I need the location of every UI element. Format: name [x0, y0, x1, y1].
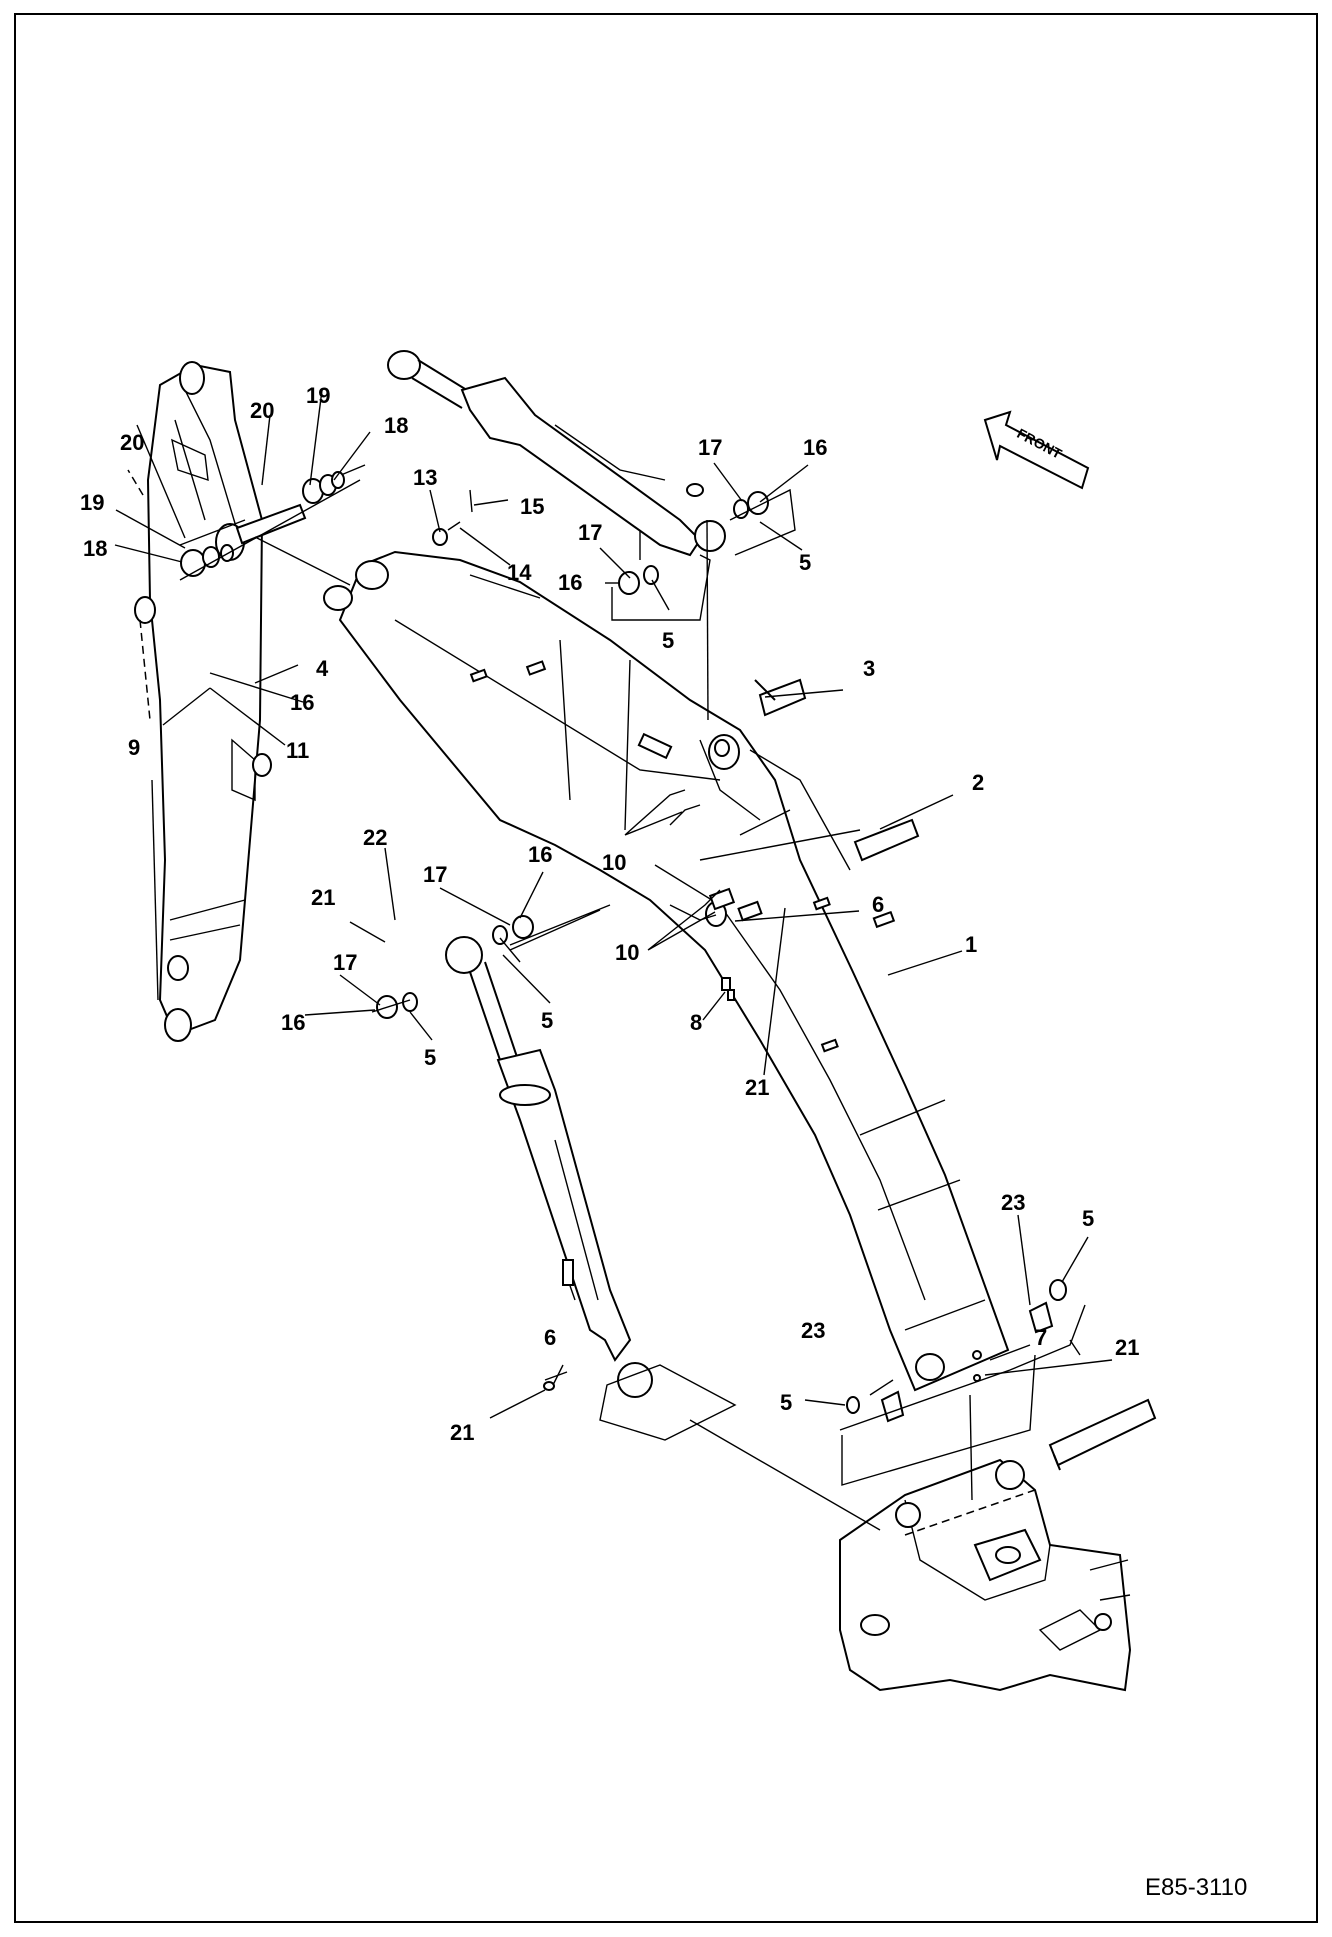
callout-21-right: 21 — [1115, 1335, 1139, 1360]
callout-13: 14 — [507, 560, 532, 585]
callout-6-upper: 6 — [872, 892, 884, 917]
callout-22: 22 — [363, 825, 387, 850]
callout-20-right: 20 — [250, 398, 274, 423]
callout-4: 4 — [316, 656, 329, 681]
diagram-frame — [14, 13, 1318, 1923]
pin-4 — [235, 503, 307, 545]
callout-23-upper: 23 — [1001, 1190, 1025, 1215]
leader-lines — [114, 389, 1113, 1419]
callout-18-left: 18 — [83, 536, 107, 561]
pin-2 — [853, 818, 920, 862]
callout-6-lower: 6 — [544, 1325, 556, 1350]
callout-17-lower-mid: 17 — [423, 862, 447, 887]
drawing-reference-code: E85-3110 — [1145, 1874, 1247, 1901]
callout-10-upper: 10 — [602, 850, 626, 875]
boom-assembly — [323, 500, 1010, 1392]
callout-21-boom: 21 — [745, 1075, 769, 1100]
connection-lines — [254, 519, 973, 1531]
callout-19-left: 19 — [80, 490, 104, 515]
arm-assembly — [127, 361, 272, 1042]
callout-2: 2 — [972, 770, 984, 795]
callout-21-lower-left: 21 — [450, 1420, 474, 1445]
callout-5-right: 5 — [1082, 1206, 1094, 1231]
callout-19-right: 19 — [306, 383, 330, 408]
swing-bracket — [839, 1458, 1132, 1692]
bushing-23b — [1028, 1301, 1054, 1334]
pin-3 — [758, 678, 807, 717]
arm-cylinder — [387, 350, 726, 557]
callout-1: 1 — [965, 932, 977, 957]
front-direction-arrow: FRONT — [983, 410, 1090, 490]
callout-11: 11 — [286, 738, 309, 763]
callout-21-upper-left: 21 — [311, 885, 335, 910]
callout-14: 15 — [520, 494, 544, 519]
callout-18-right: 18 — [384, 413, 408, 438]
callout-5-lower: 5 — [780, 1390, 792, 1415]
callout-10-lower: 10 — [615, 940, 639, 965]
callout-15: 16 — [290, 690, 314, 715]
callout-8: 8 — [690, 1010, 702, 1035]
callout-23-lower: 23 — [801, 1318, 825, 1343]
callout-3: 3 — [863, 656, 875, 681]
callout-16-lower-left: 16 — [281, 1010, 305, 1035]
callout-17-upper-mid: 17 — [578, 520, 602, 545]
bushing-23a — [880, 1390, 905, 1423]
fastener-groups — [179, 464, 1086, 1486]
callout-17-upper-right: 17 — [698, 435, 722, 460]
pin-foot — [1048, 1398, 1157, 1467]
callout-17-lower-left: 17 — [333, 950, 357, 975]
callout-16-upper-right: 16 — [803, 435, 827, 460]
callout-5-upper-mid: 5 — [662, 628, 674, 653]
callout-5-lower-left: 5 — [424, 1045, 436, 1070]
callout-5-upper-right: 5 — [799, 550, 811, 575]
callout-9: 9 — [128, 735, 140, 760]
callout-5-lower-mid: 5 — [541, 1008, 553, 1033]
pins-and-bushings — [235, 503, 1157, 1471]
callout-12: 13 — [413, 465, 437, 490]
callout-16-upper-mid: 16 — [558, 570, 582, 595]
callout-16-lower-mid: 16 — [528, 842, 552, 867]
callout-20-left: 20 — [120, 430, 144, 455]
callout-labels: 20 19 18 20 19 18 13 15 14 4 16 9 11 17 … — [80, 383, 1139, 1445]
callout-7: 7 — [1035, 1325, 1047, 1350]
